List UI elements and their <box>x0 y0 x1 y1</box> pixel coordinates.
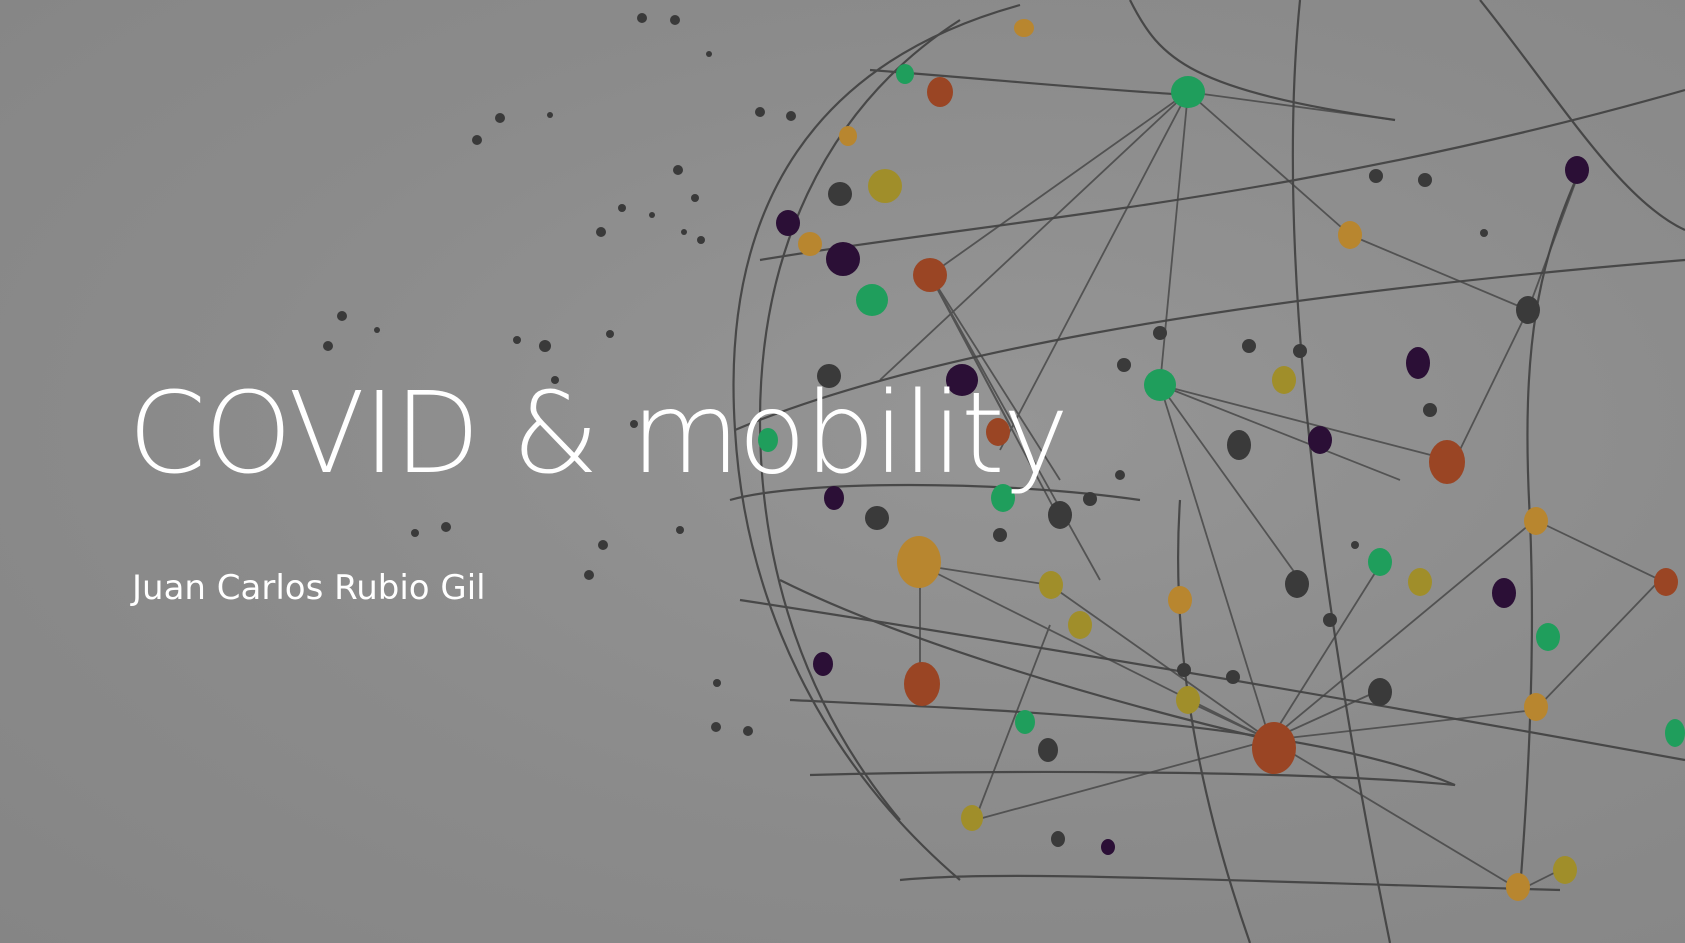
connection-lines <box>879 91 1661 891</box>
scattered-particles <box>323 13 1488 736</box>
slide-subtitle: Juan Carlos Rubio Gil <box>132 568 486 608</box>
slide-title: COVID & mobility <box>128 369 1069 499</box>
network-nodes <box>758 19 1685 901</box>
